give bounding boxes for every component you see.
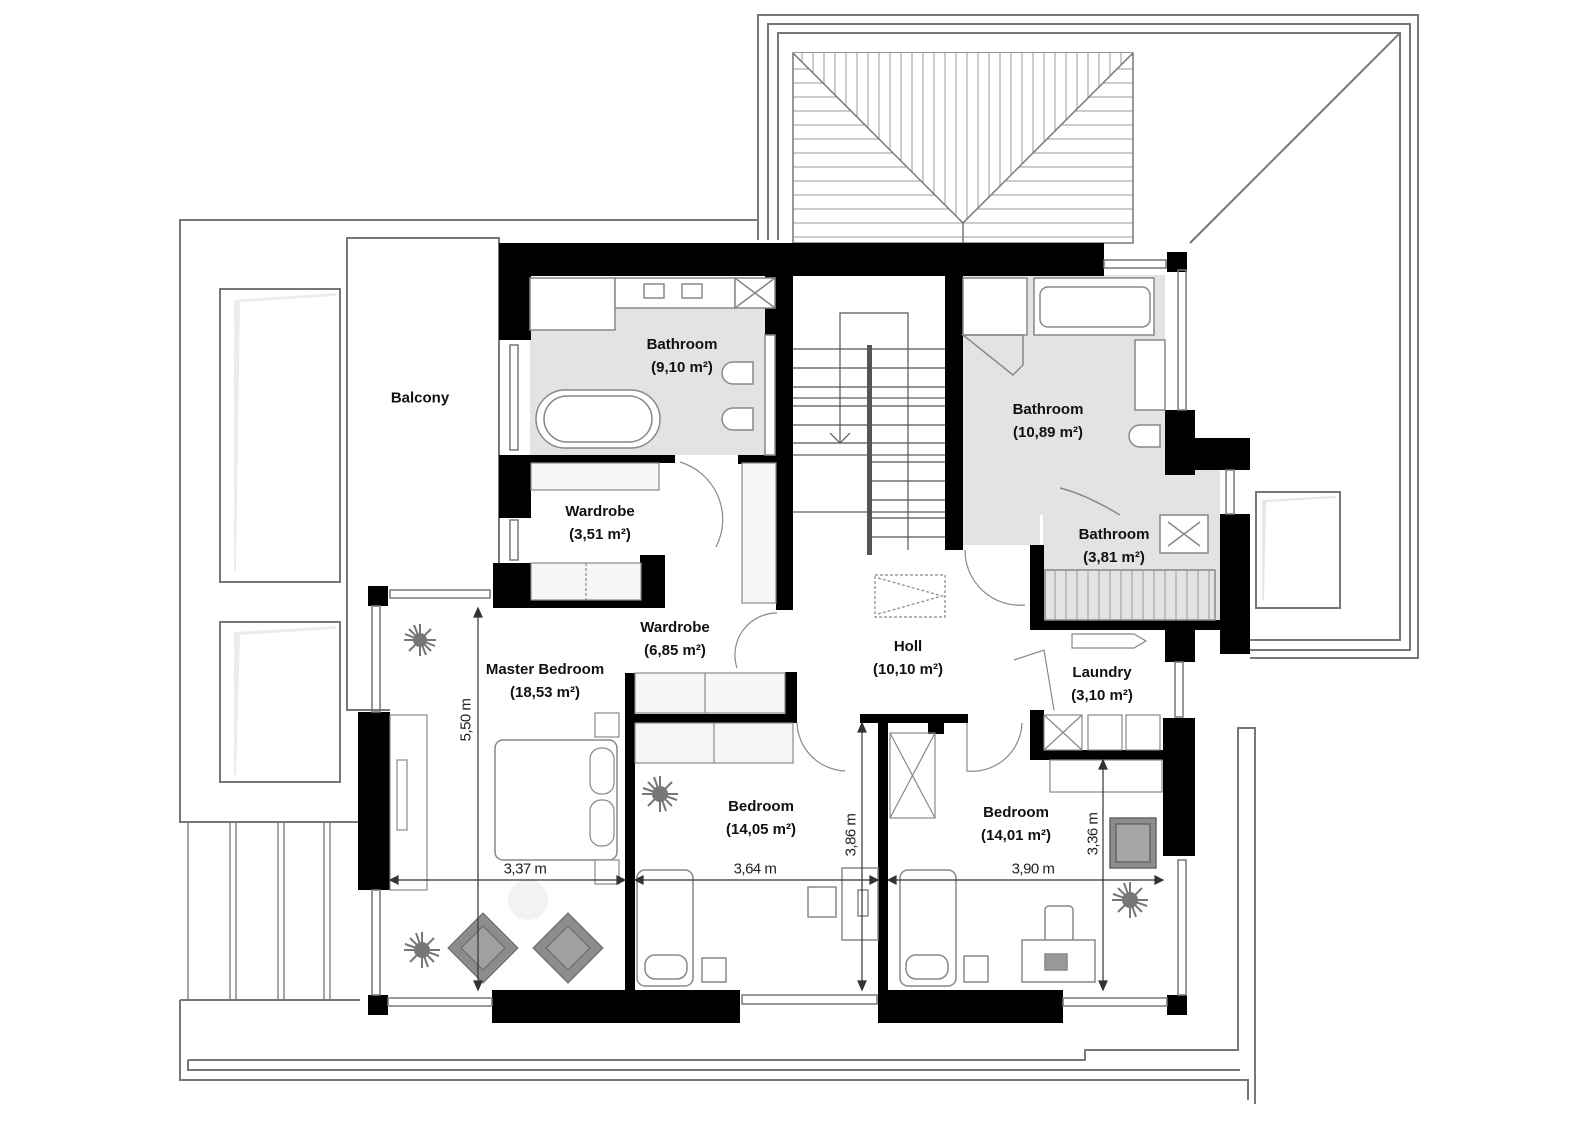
dimension-master-width: 3,37 m — [503, 860, 547, 878]
room-area: (3,51 m²) — [569, 526, 631, 543]
room-name: Wardrobe — [565, 503, 635, 520]
wardrobe-2-shelving — [634, 672, 794, 764]
room-name: Bathroom — [1078, 526, 1150, 543]
room-area: (14,01 m²) — [980, 827, 1052, 844]
room-area: (6,85 m²) — [644, 642, 706, 659]
room-label-laundry: Laundry (3,10 m²) — [1071, 661, 1133, 707]
room-name: Balcony — [390, 389, 450, 407]
room-area: (3,81 m²) — [1083, 549, 1145, 566]
room-area: (3,10 m²) — [1071, 687, 1133, 704]
right-terrace-panel — [1255, 491, 1341, 609]
room-name: Bedroom — [983, 804, 1049, 821]
room-area: (18,53 m²) — [509, 684, 581, 701]
bathroom-1-fixtures — [529, 277, 776, 456]
roof-outline — [757, 14, 1419, 659]
room-label-holl: Holl (10,10 m²) — [873, 635, 943, 681]
room-name: Bathroom — [1012, 401, 1084, 418]
room-label-wardrobe-1: Wardrobe (3,51 m²) — [565, 500, 634, 546]
hip-roof — [792, 52, 1134, 244]
room-name: Holl — [893, 638, 923, 655]
room-label-bedroom-1: Bedroom (14,05 m²) — [726, 795, 796, 841]
bottom-terrace — [179, 727, 1256, 1104]
bathroom-2-fixtures — [960, 277, 1216, 621]
left-deck-boards — [187, 822, 331, 1000]
master-bedroom-furniture — [389, 712, 620, 984]
room-name: Bathroom — [646, 336, 718, 353]
room-label-bedroom-2: Bedroom (14,01 m²) — [981, 801, 1051, 847]
room-label-bathroom-1: Bathroom (9,10 m²) — [647, 333, 718, 379]
room-name: Laundry — [1072, 664, 1132, 681]
room-label-wardrobe-2: Wardrobe (6,85 m²) — [640, 616, 709, 662]
dimension-bedroom-2-height: 3,36 m — [1084, 812, 1102, 856]
dimension-master-height: 5,50 m — [457, 698, 475, 742]
room-area: (9,10 m²) — [651, 359, 713, 376]
room-label-balcony: Balcony — [391, 387, 449, 410]
bedroom-1-furniture — [636, 867, 879, 987]
dimension-bedroom-1-width: 3,64 m — [733, 860, 777, 878]
room-area: (10,10 m²) — [872, 661, 944, 678]
bedroom-2-furniture — [899, 817, 1157, 987]
room-area: (14,05 m²) — [725, 821, 797, 838]
room-area: (10,89 m²) — [1012, 424, 1084, 441]
dimension-lines — [388, 606, 1165, 992]
dimension-bedroom-2-width: 3,90 m — [1011, 860, 1055, 878]
wardrobe-1-shelving — [530, 461, 778, 669]
left-terrace — [179, 219, 758, 823]
room-label-bathroom-3: Bathroom (3,81 m²) — [1079, 523, 1150, 569]
room-name: Wardrobe — [640, 619, 710, 636]
plant-icons — [404, 624, 1148, 968]
dimension-bedroom-1-height: 3,86 m — [842, 813, 860, 857]
walls — [358, 243, 1250, 1023]
holl-fixtures — [796, 549, 1026, 819]
room-label-bathroom-2: Bathroom (10,89 m²) — [1013, 398, 1084, 444]
room-name: Master Bedroom — [485, 661, 605, 678]
laundry-fixtures — [1013, 633, 1163, 793]
room-label-master-bedroom: Master Bedroom (18,53 m²) — [486, 658, 604, 704]
windows — [371, 259, 1235, 1007]
room-name: Bedroom — [728, 798, 794, 815]
staircase — [793, 312, 945, 555]
